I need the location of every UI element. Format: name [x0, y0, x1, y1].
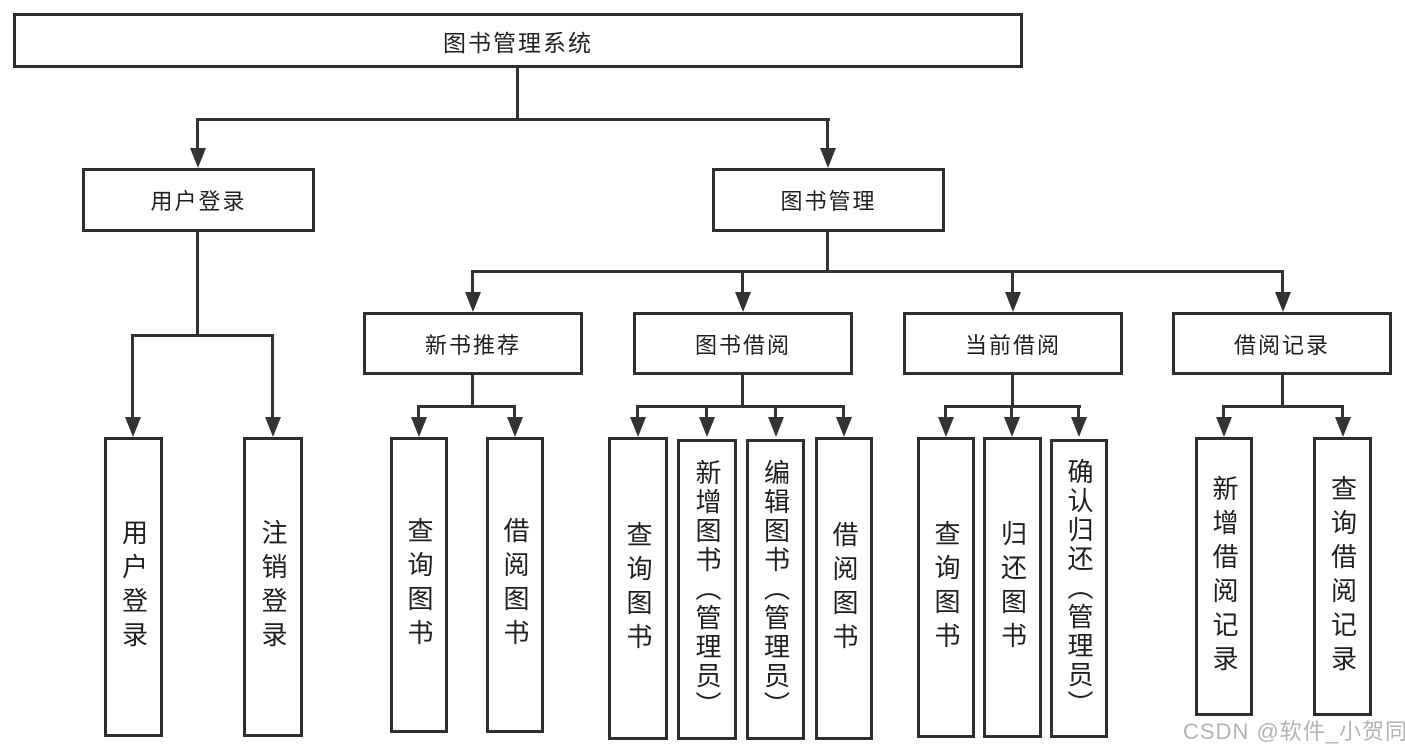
connector-line	[1077, 405, 1080, 419]
arrow-down-icon	[1216, 417, 1232, 437]
leaf-label: 编辑图书（管理员）	[760, 459, 791, 720]
connector-line	[741, 373, 744, 407]
connector-line	[471, 270, 1284, 273]
watermark: CSDN @软件_小贺同学	[1183, 719, 1405, 744]
connector-line	[131, 334, 274, 337]
leaf-logout-login: 注销登录	[243, 437, 303, 737]
node-borrow-record: 借阅记录	[1172, 312, 1392, 375]
arrow-down-icon	[1004, 417, 1020, 437]
connector-line	[1011, 373, 1014, 407]
node-new-book-recommend: 新书推荐	[363, 312, 583, 375]
node-label: 图书借阅	[694, 332, 791, 358]
node-label: 借阅记录	[1233, 332, 1330, 358]
connector-line	[774, 405, 777, 419]
leaf-label: 借阅图书	[500, 517, 530, 653]
leaf-record-add-borrow-record: 新增借阅记录	[1195, 437, 1253, 716]
arrow-down-icon	[465, 292, 481, 312]
connector-line	[513, 405, 516, 419]
leaf-label: 新增图书（管理员）	[692, 459, 722, 720]
leaf-label: 查询借阅记录	[1327, 474, 1358, 679]
leaf-recommend-query-books: 查询图书	[390, 437, 448, 733]
arrow-down-icon	[125, 417, 141, 437]
leaf-borrow-edit-books-admin: 编辑图书（管理员）	[746, 439, 805, 740]
leaf-label: 新增借阅记录	[1209, 474, 1239, 679]
leaf-current-query-books: 查询图书	[917, 437, 975, 738]
leaf-label: 借阅图书	[829, 520, 859, 657]
arrow-down-icon	[938, 417, 954, 437]
connector-line	[1341, 405, 1344, 419]
node-root-library-system: 图书管理系统	[13, 13, 1023, 68]
connector-line	[1281, 373, 1284, 407]
arrow-down-icon	[768, 417, 784, 437]
connector-line	[417, 405, 516, 408]
connector-line	[516, 66, 519, 120]
leaf-label: 用户登录	[118, 519, 149, 655]
connector-line	[741, 270, 744, 294]
leaf-label: 注销登录	[258, 519, 288, 655]
connector-line	[842, 405, 845, 419]
leaf-recommend-borrow-books: 借阅图书	[486, 437, 544, 733]
arrow-down-icon	[1071, 417, 1087, 437]
leaf-label: 查询图书	[623, 520, 653, 657]
node-label: 新书推荐	[424, 332, 521, 358]
leaf-record-query-borrow-record: 查询借阅记录	[1313, 437, 1372, 716]
node-label: 图书管理	[780, 189, 877, 214]
connector-line	[196, 118, 830, 121]
connector-line	[196, 118, 199, 152]
node-label: 当前借阅	[964, 332, 1061, 358]
connector-line	[705, 405, 708, 419]
connector-line	[944, 405, 947, 419]
connector-line	[826, 118, 829, 152]
arrow-down-icon	[411, 417, 427, 437]
arrow-down-icon	[699, 417, 715, 437]
arrow-down-icon	[1005, 292, 1021, 312]
leaf-label: 查询图书	[931, 519, 961, 656]
connector-line	[1010, 405, 1013, 419]
leaf-borrow-query-books: 查询图书	[608, 437, 668, 740]
leaf-borrow-borrow-books: 借阅图书	[815, 437, 873, 740]
connector-line	[636, 405, 845, 408]
connector-line	[826, 230, 829, 272]
arrow-down-icon	[190, 148, 206, 168]
arrow-down-icon	[265, 417, 281, 437]
arrow-down-icon	[820, 148, 836, 168]
leaf-user-login: 用户登录	[104, 437, 163, 737]
arrow-down-icon	[1335, 417, 1351, 437]
connector-line	[1222, 405, 1344, 408]
connector-line	[271, 334, 274, 420]
connector-line	[1222, 405, 1225, 419]
connector-line	[131, 334, 134, 420]
leaf-current-confirm-return-admin: 确认归还（管理员）	[1050, 439, 1108, 738]
arrow-down-icon	[836, 417, 852, 437]
connector-line	[1281, 270, 1284, 294]
node-book-borrow: 图书借阅	[633, 312, 853, 375]
leaf-label: 归还图书	[997, 519, 1028, 656]
leaf-borrow-add-books-admin: 新增图书（管理员）	[677, 439, 737, 740]
leaf-label: 查询图书	[404, 517, 434, 653]
connector-line	[471, 373, 474, 407]
node-book-management: 图书管理	[712, 168, 945, 232]
connector-line	[636, 405, 639, 419]
connector-line	[417, 405, 420, 419]
connector-line	[1011, 270, 1014, 294]
arrow-down-icon	[1275, 292, 1291, 312]
node-label: 图书管理系统	[443, 29, 593, 56]
leaf-label: 确认归还（管理员）	[1064, 458, 1094, 719]
arrow-down-icon	[507, 417, 523, 437]
node-current-borrow: 当前借阅	[903, 312, 1123, 375]
leaf-current-return-books: 归还图书	[983, 437, 1042, 738]
arrow-down-icon	[630, 417, 646, 437]
node-label: 用户登录	[150, 189, 247, 214]
connector-line	[196, 230, 199, 336]
connector-line	[471, 270, 474, 294]
arrow-down-icon	[735, 292, 751, 312]
node-user-login: 用户登录	[82, 168, 315, 232]
